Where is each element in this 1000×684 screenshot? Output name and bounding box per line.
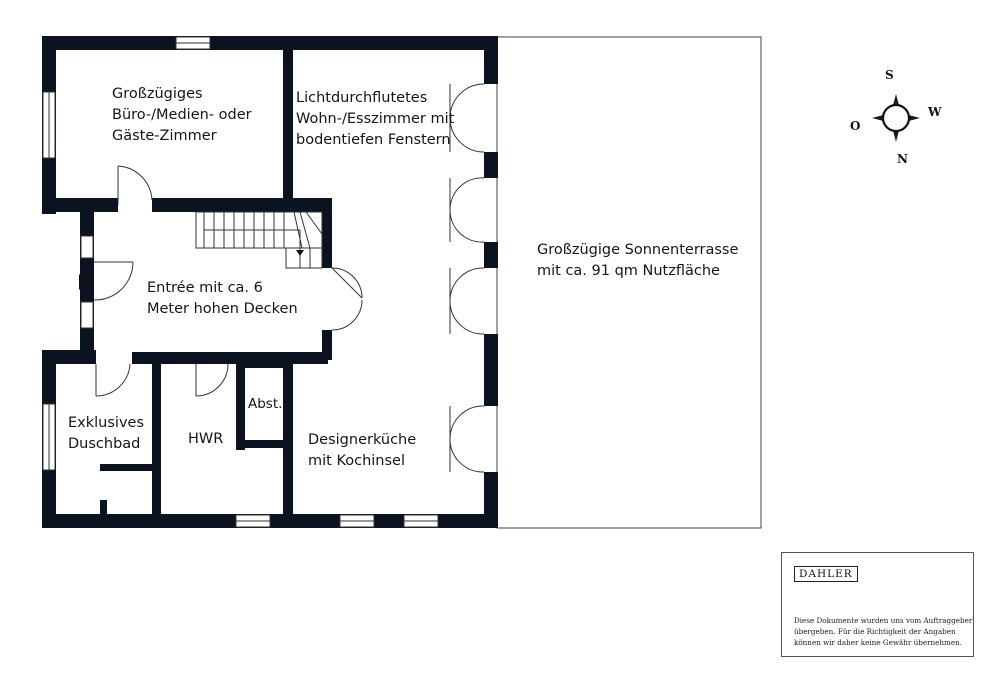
brand-logo: DAHLER [794, 566, 858, 582]
stair-arrow [296, 250, 304, 256]
disclaimer-text: Diese Dokumente wurden uns vom Auftragge… [794, 616, 973, 647]
staircase [195, 211, 323, 269]
windows [42, 36, 439, 528]
utility-label: HWR [188, 431, 224, 447]
compass-west: W [928, 105, 942, 119]
entrance-arrow [79, 274, 89, 290]
compass-east: O [850, 119, 861, 133]
compass-south: S [885, 68, 894, 82]
storage-label: Abst. [248, 396, 283, 412]
door-swings [93, 83, 485, 473]
disclaimer-box: DAHLER Diese Dokumente wurden uns vom Au… [781, 552, 974, 657]
compass-north: N [897, 152, 908, 166]
compass-rose [872, 94, 920, 142]
terrace-outline [496, 36, 762, 529]
